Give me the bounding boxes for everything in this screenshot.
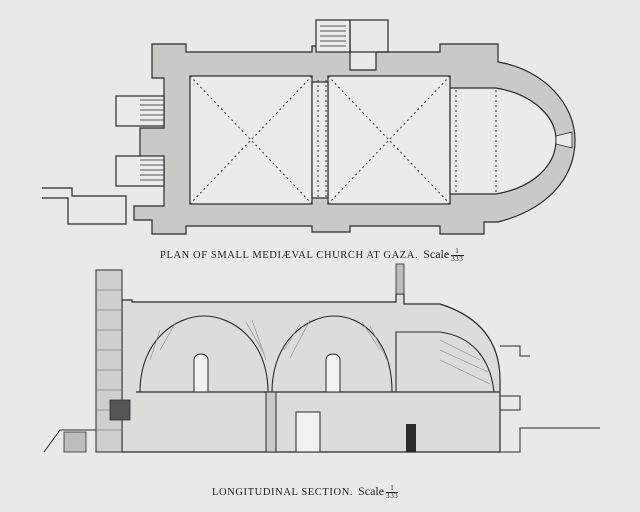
- section-caption-text: LONGITUDINAL SECTION.: [212, 487, 354, 498]
- section-door-nave: [295, 411, 321, 453]
- section-vault-hatching: [149, 319, 491, 385]
- section-body: [121, 293, 501, 453]
- section-scale-label: Scale: [358, 484, 385, 498]
- plan-west-steps-lower: [115, 155, 165, 187]
- section-east-projection: [500, 345, 530, 411]
- plan-north-annex: [349, 19, 389, 53]
- section-west-tower: [95, 269, 123, 453]
- plan-caption-text: PLAN OF SMALL MEDIÆVAL CHURCH AT GAZA.: [160, 250, 419, 261]
- plan-scale-denominator: 333: [451, 255, 464, 264]
- plan-west-steps-upper: [115, 95, 165, 127]
- plan-stair-treads: [140, 25, 346, 181]
- plan-caption: PLAN OF SMALL MEDIÆVAL CHURCH AT GAZA. Sc…: [160, 247, 464, 263]
- plan-west-annex: [42, 187, 127, 225]
- section-scale-numerator: 1: [386, 485, 399, 494]
- section-bellcote: [395, 263, 405, 295]
- section-vaults: [139, 315, 495, 393]
- section-view: [43, 263, 600, 453]
- plan-vault-ribs: [189, 75, 497, 205]
- plan-view: [42, 19, 576, 235]
- plan-pier-gap: [311, 81, 329, 199]
- section-scale-denominator: 333: [386, 492, 399, 501]
- plan-nave-west-bay: [189, 75, 313, 205]
- section-central-pier: [265, 391, 277, 453]
- section-window-west: [193, 353, 209, 393]
- section-west-steps: [63, 399, 131, 453]
- plan-scale-numerator: 1: [451, 248, 464, 257]
- plan-scale-label: Scale: [423, 247, 450, 261]
- plan-east-window: [555, 131, 573, 149]
- section-window-east: [325, 353, 341, 393]
- section-door-apse: [406, 424, 416, 452]
